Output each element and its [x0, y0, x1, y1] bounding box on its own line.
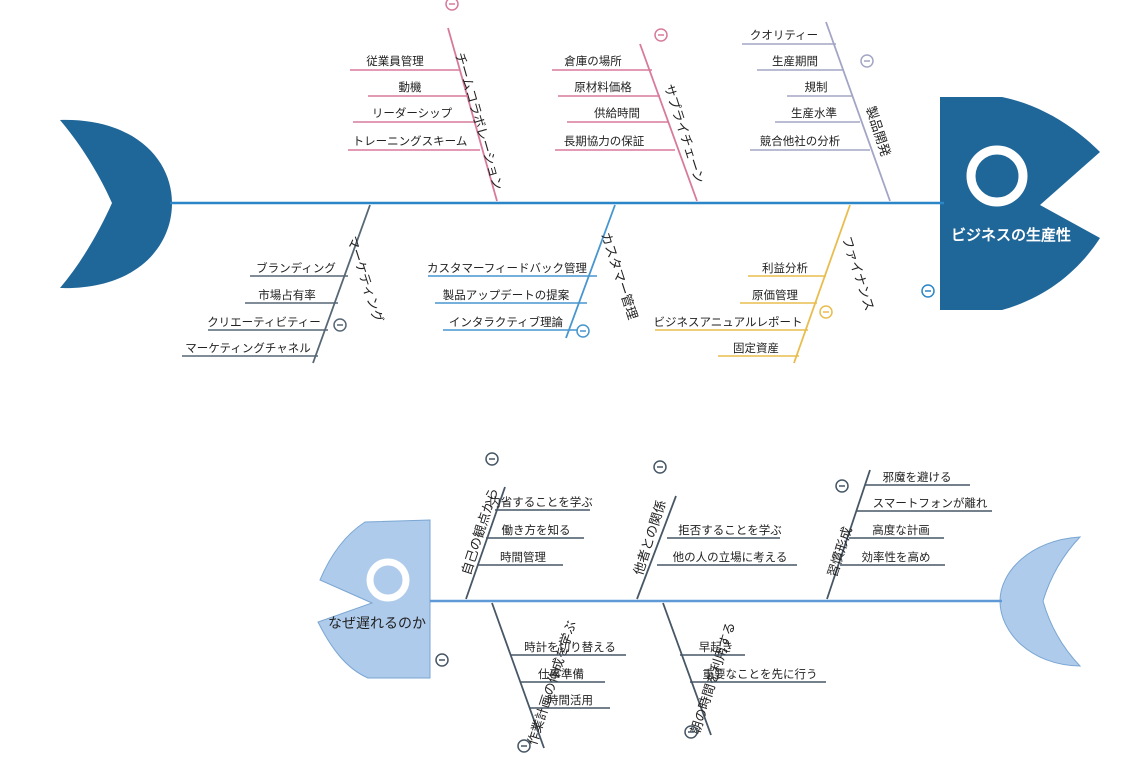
branch-habit-formation: 習慣形成 邪魔を避ける スマートフォンが離れ 高度な計画 効率性を高め	[825, 469, 992, 600]
diagram-business-productivity: ビジネスの生産性 チームコラボレーション 従業員管理 動機 リーダーシップ トレ…	[60, 0, 1100, 364]
collapse-icon[interactable]	[485, 452, 499, 466]
collapse-icon[interactable]	[835, 479, 849, 493]
branch-finance: ファイナンス 利益分析 原価管理 ビジネスアニュアルレポート 固定資産	[654, 204, 876, 364]
fish-eye	[366, 558, 410, 602]
cause-item[interactable]: 原価管理	[752, 288, 798, 302]
cause-item[interactable]: 長期協力の保証	[564, 134, 645, 148]
fish-tail	[999, 536, 1082, 667]
cause-item[interactable]: 早起き	[699, 640, 734, 654]
cause-item[interactable]: 原材料価格	[574, 80, 632, 94]
collapse-icon[interactable]	[653, 460, 667, 474]
collapse-icon[interactable]	[819, 305, 833, 319]
head-label: なぜ遅れるのか	[328, 616, 426, 632]
cause-item[interactable]: カスタマーフィードバック管理	[427, 261, 588, 275]
cause-item[interactable]: 市場占有率	[258, 288, 316, 302]
collapse-icon[interactable]	[921, 284, 935, 298]
branch-label[interactable]: 習慣形成	[825, 525, 856, 579]
cause-item[interactable]: 製品アップデートの提案	[443, 288, 570, 302]
diagram-why-late: なぜ遅れるのか 自己の観点から 内省することを学ぶ 働き方を知る 時間管理 他者…	[317, 452, 1082, 753]
fish-head	[317, 519, 431, 679]
branch-supply-chain: サプライチェーン 倉庫の場所 原材料価格 供給時間 長期協力の保証	[552, 28, 706, 202]
cause-item[interactable]: 働き方を知る	[502, 523, 571, 537]
branch-relationships: 他者との関係 拒否することを学ぶ 他の人の立場に考える	[632, 460, 797, 600]
cause-item[interactable]: インタラクティブ理論	[449, 315, 564, 329]
collapse-icon[interactable]	[435, 653, 449, 667]
branch-label[interactable]: サプライチェーン	[660, 83, 706, 186]
cause-item[interactable]: 重要なことを先に行う	[703, 667, 818, 681]
cause-item[interactable]: 従業員管理	[366, 54, 424, 68]
cause-item[interactable]: トレーニングスキーム	[353, 134, 468, 148]
cause-item[interactable]: 仕事準備	[538, 667, 584, 681]
cause-item[interactable]: マーケティングチャネル	[185, 341, 310, 355]
cause-item[interactable]: 拒否することを学ぶ	[678, 523, 782, 537]
branch-team-collaboration: チームコラボレーション 従業員管理 動機 リーダーシップ トレーニングスキーム	[348, 0, 505, 202]
cause-item[interactable]: 効率性を高め	[862, 550, 931, 564]
cause-item[interactable]: 倉庫の場所	[564, 54, 622, 68]
cause-item[interactable]: 固定資産	[733, 341, 779, 355]
collapse-icon[interactable]	[576, 324, 590, 338]
cause-item[interactable]: 内省することを学ぶ	[489, 495, 593, 509]
fish-tail	[60, 119, 172, 289]
cause-item[interactable]: ブランディング	[256, 261, 336, 275]
branch-morning-time: 朝の時間を利用する 早起き 重要なことを先に行う	[662, 602, 826, 739]
branch-work-plan: 作業計画の作成を学ぶ 時計を切り替える 仕事準備 時間活用	[435, 602, 626, 753]
collapse-icon[interactable]	[517, 739, 531, 753]
cause-item[interactable]: 生産水準	[791, 106, 837, 120]
collapse-icon[interactable]	[860, 54, 874, 68]
cause-item[interactable]: リーダーシップ	[372, 106, 453, 120]
cause-item[interactable]: 規制	[805, 80, 828, 94]
branch-label[interactable]: 作業計画の作成を学ぶ	[525, 619, 580, 748]
collapse-icon[interactable]	[684, 725, 698, 739]
branch-customer-management: カスタマー管理 カスタマーフィードバック管理 製品アップデートの提案 インタラク…	[427, 204, 640, 339]
cause-item[interactable]: 邪魔を避ける	[883, 470, 952, 484]
cause-item[interactable]: ビジネスアニュアルレポート	[654, 315, 803, 329]
cause-item[interactable]: 供給時間	[594, 106, 640, 120]
cause-item[interactable]: クオリティー	[750, 28, 818, 42]
cause-item[interactable]: 高度な計画	[872, 523, 930, 537]
collapse-icon[interactable]	[445, 0, 459, 11]
branch-product-development: 製品開発 クオリティー 生産期間 規制 生産水準 競合他社の分析	[742, 21, 893, 202]
fish-eye	[966, 145, 1028, 207]
cause-item[interactable]: 時間活用	[547, 693, 593, 707]
branch-marketing: マーケティング ブランディング 市場占有率 クリエーティビティー マーケティング…	[182, 204, 385, 364]
cause-item[interactable]: 利益分析	[762, 261, 808, 275]
branch-self-perspective: 自己の観点から 内省することを学ぶ 働き方を知る 時間管理	[460, 452, 593, 600]
collapse-icon[interactable]	[654, 28, 668, 42]
branch-label[interactable]: カスタマー管理	[597, 231, 639, 322]
cause-item[interactable]: 他の人の立場に考える	[673, 550, 788, 564]
cause-item[interactable]: 生産期間	[772, 54, 818, 68]
branch-label[interactable]: マーケティング	[343, 235, 385, 325]
cause-item[interactable]: クリエーティビティー	[207, 315, 321, 329]
collapse-icon[interactable]	[333, 318, 347, 332]
head-label: ビジネスの生産性	[951, 226, 1071, 244]
cause-item[interactable]: スマートフォンが離れ	[873, 496, 988, 510]
cause-item[interactable]: 時計を切り替える	[524, 640, 616, 654]
fish-head	[940, 97, 1100, 310]
cause-item[interactable]: 競合他社の分析	[760, 134, 841, 148]
branch-label[interactable]: ファイナンス	[838, 235, 876, 313]
cause-item[interactable]: 時間管理	[500, 550, 546, 564]
cause-item[interactable]: 動機	[399, 80, 422, 94]
